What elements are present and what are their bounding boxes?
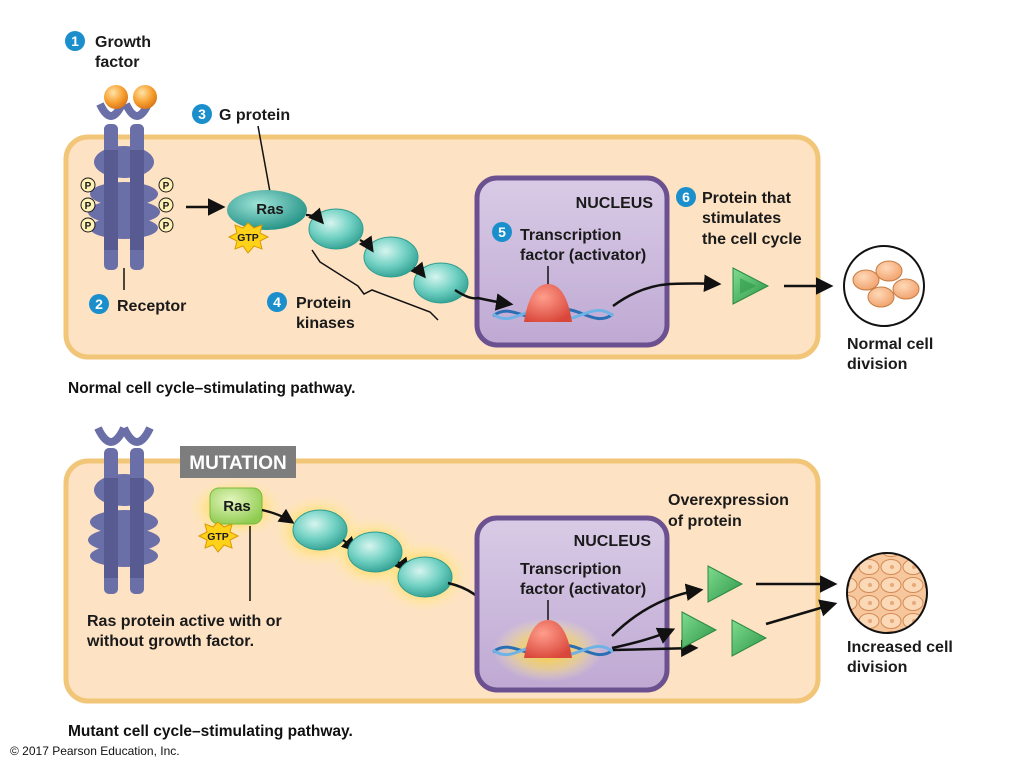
transcription-factor-activator: [524, 620, 572, 658]
ras-protein-mutant: [209, 487, 263, 525]
step-number-6: 6: [682, 189, 690, 205]
phosphate-groups: P P P P P P: [80, 177, 174, 233]
gtp-label: GTP: [237, 232, 259, 244]
phosphate-label: P: [163, 181, 170, 192]
protein-kinase: [292, 509, 348, 551]
increased-division-label: Increased cell: [847, 639, 953, 656]
transcription-factor-label: factor (activator): [520, 247, 646, 264]
stimulating-protein-label: Protein that: [702, 190, 792, 207]
stimulating-protein: [681, 611, 718, 649]
step-badge-6: [676, 187, 696, 207]
copyright-notice: © 2017 Pearson Education, Inc.: [10, 744, 180, 758]
increased-cell-division-cells: [846, 552, 928, 634]
protein-kinase: [397, 556, 453, 598]
growth-factor-molecule: [104, 85, 128, 109]
gtp-label: GTP: [207, 531, 229, 543]
nucleus-label: NUCLEUS: [574, 533, 652, 550]
phosphate-label: P: [163, 221, 170, 232]
overexpression-label: Overexpression: [668, 492, 789, 509]
increased-division-label: division: [847, 659, 907, 676]
normal-pathway-caption: Normal cell cycle–stimulating pathway.: [68, 380, 355, 397]
protein-kinase: [363, 236, 419, 278]
ras-note-label: without growth factor.: [86, 633, 254, 650]
step-number-3: 3: [198, 106, 206, 122]
step-number-5: 5: [498, 224, 506, 240]
g-protein-label: G protein: [219, 107, 290, 124]
transcription-factor-label: Transcription: [520, 561, 621, 578]
stimulating-protein-label: stimulates: [702, 210, 781, 227]
nucleus-label: NUCLEUS: [576, 195, 654, 212]
phosphate-label: P: [85, 181, 92, 192]
normal-division-label: division: [847, 356, 907, 373]
normal-division-label: Normal cell: [847, 336, 933, 353]
phosphate-label: P: [85, 221, 92, 232]
transcription-factor-activator: [524, 284, 572, 322]
protein-kinase: [308, 208, 364, 250]
mutation-label: MUTATION: [189, 453, 286, 474]
receptor-label: Receptor: [117, 298, 186, 315]
transcription-factor-label: Transcription: [520, 227, 621, 244]
mutant-pathway-panel: MUTATION Ras GTP Ras protein active with…: [63, 426, 953, 740]
overexpression-label: of protein: [668, 513, 742, 530]
step-badge-5: [492, 222, 512, 242]
phosphate-label: P: [85, 201, 92, 212]
step-badge-1: [65, 31, 85, 51]
protein-kinases-label: kinases: [296, 315, 355, 332]
step-badge-3: [192, 104, 212, 124]
step-badge-2: [89, 294, 109, 314]
nucleus-normal: [474, 175, 670, 348]
normal-pathway-panel: P P P P P P 1 Growth factor 2 Receptor 3…: [63, 31, 933, 397]
growth-factor-label: Growth: [95, 34, 151, 51]
protein-kinases-label: Protein: [296, 295, 351, 312]
step-number-1: 1: [71, 33, 79, 49]
phosphate-label: P: [163, 201, 170, 212]
stimulating-protein: [731, 619, 768, 657]
growth-factor-molecule: [133, 85, 157, 109]
stimulating-protein: [707, 565, 744, 603]
normal-cell-division-cells: [843, 245, 925, 327]
protein-kinase: [347, 531, 403, 573]
receptor-normal: [88, 102, 160, 270]
ras-protein-normal: [227, 190, 307, 230]
transcription-factor-label: factor (activator): [520, 581, 646, 598]
ras-label: Ras: [223, 498, 251, 515]
growth-factor-label: factor: [95, 54, 139, 71]
step-number-2: 2: [95, 296, 103, 312]
ras-note-label: Ras protein active with or: [87, 613, 282, 630]
protein-kinase: [413, 262, 469, 304]
mutant-pathway-caption: Mutant cell cycle–stimulating pathway.: [68, 723, 353, 740]
gtp-starburst: [197, 521, 240, 553]
step-number-4: 4: [273, 294, 281, 310]
receptor-mutant: [88, 426, 160, 594]
step-badge-4: [267, 292, 287, 312]
gtp-starburst: [227, 222, 270, 254]
mutation-banner: [180, 446, 296, 478]
stimulating-protein-label: the cell cycle: [702, 231, 802, 248]
ras-label: Ras: [256, 201, 284, 218]
